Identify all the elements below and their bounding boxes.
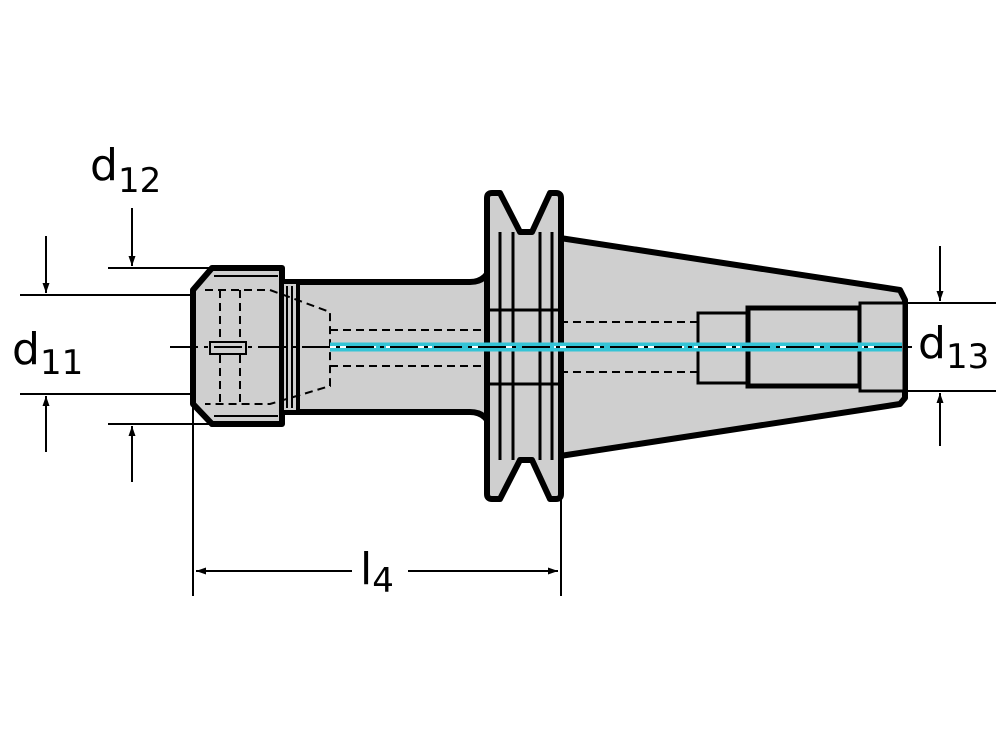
svg-text:d12: d12: [90, 140, 161, 201]
svg-text:d11: d11: [12, 324, 83, 383]
d12-label: d: [90, 140, 118, 191]
d13-subscript: 13: [946, 337, 989, 377]
svg-text:l4: l4: [360, 544, 394, 601]
d11-subscript: 11: [40, 343, 83, 383]
d12-subscript: 12: [118, 161, 161, 201]
l4-subscript: 4: [372, 561, 394, 601]
svg-text:d13: d13: [918, 318, 989, 377]
d13-label: d: [918, 318, 946, 369]
d11-label: d: [12, 324, 40, 375]
dimension-l4: [192, 404, 562, 596]
dimension-d11: [20, 236, 193, 452]
l4-label: l: [360, 544, 372, 595]
dimension-d13: [900, 246, 996, 446]
dimension-d12: [108, 208, 215, 482]
